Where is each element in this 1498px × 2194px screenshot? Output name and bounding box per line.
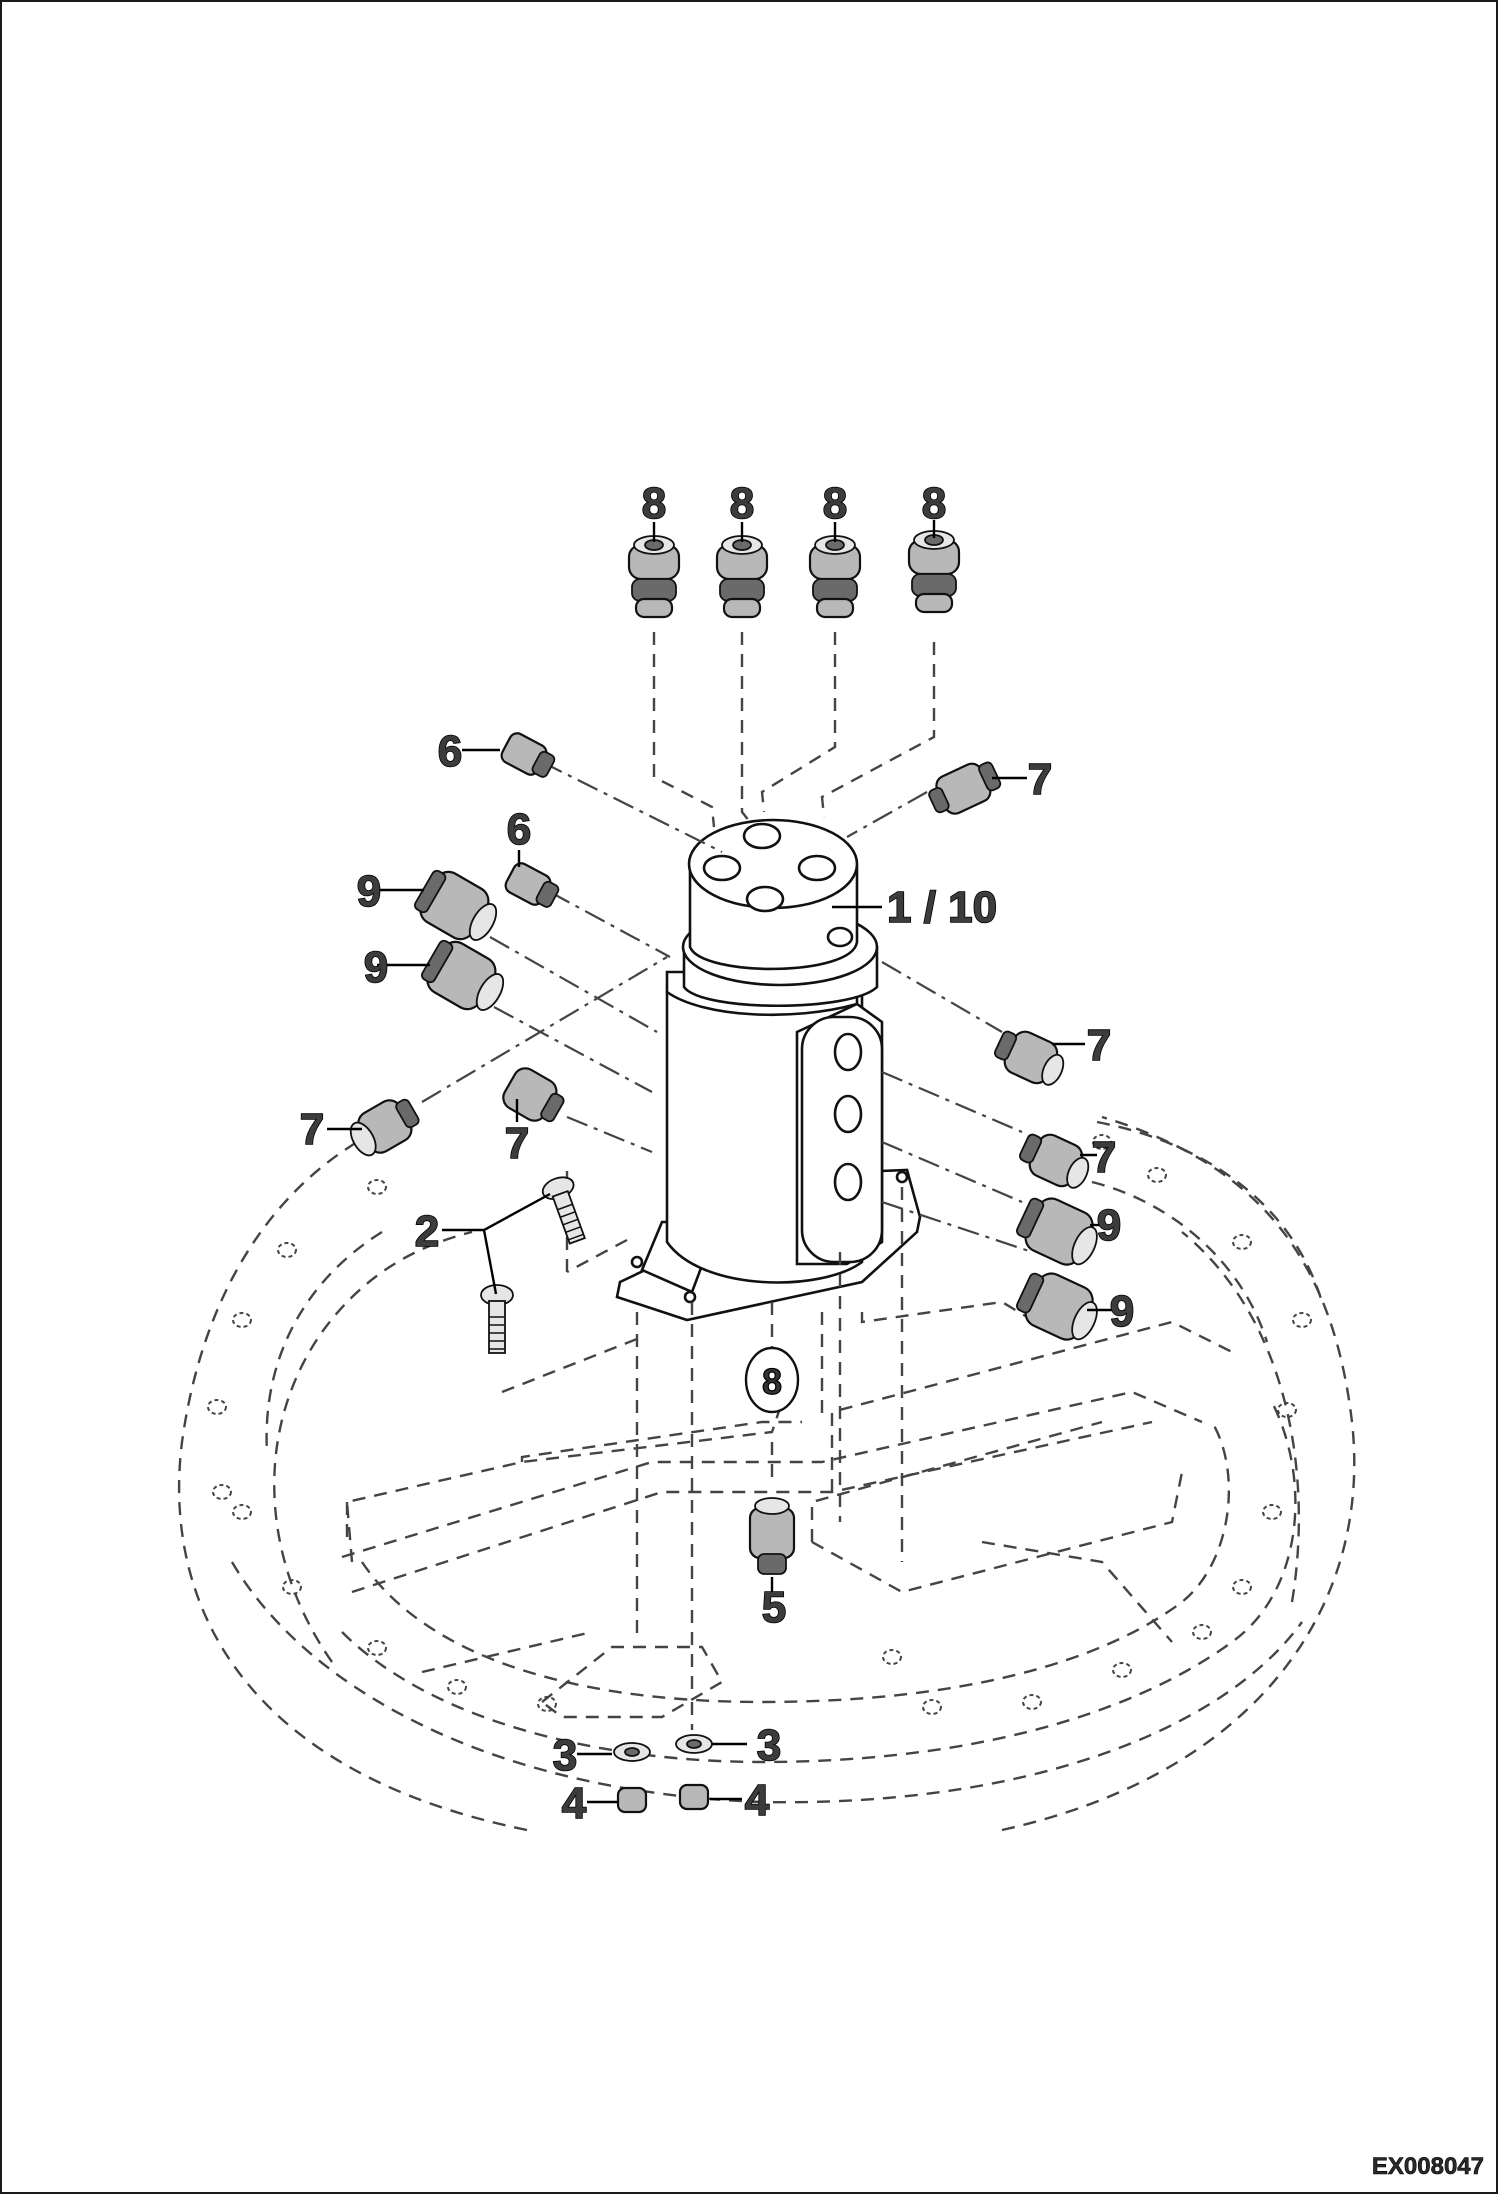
fitting-8-top-row [627,530,961,619]
callout-3: 3 [553,1731,577,1780]
callout-8: 8 [823,479,847,528]
callout-7: 7 [300,1105,324,1154]
callout-9: 9 [1110,1287,1134,1336]
slewing-ring-outline [178,1110,1356,1832]
item-8-circle [744,1346,800,1414]
callout-6: 6 [507,805,531,854]
callout-7: 7 [505,1119,529,1168]
callout-9: 9 [357,867,381,916]
callout-2: 2 [415,1207,439,1256]
callout-labels: 8 8 8 8 6 7 6 9 1 / 10 9 7 7 7 7 9 2 9 8… [299,478,1484,2180]
side-fittings [349,732,1098,1341]
callout-9: 9 [1097,1201,1121,1250]
callout-8: 8 [922,479,946,528]
callout-8: 8 [730,479,754,528]
ring-bolt-holes [207,1134,1312,1715]
callout-7: 7 [1028,755,1052,804]
callout-8: 8 [642,479,666,528]
rotary-joint-assembly [615,818,922,1322]
callout-7: 7 [1092,1133,1116,1182]
assembly-lines [421,632,1033,1730]
callout-5: 5 [762,1583,786,1632]
callout-3: 3 [757,1721,781,1770]
callout-1-10: 1 / 10 [887,883,997,932]
callout-4: 4 [562,1779,587,1828]
plug-5 [748,1497,796,1575]
callout-4: 4 [745,1776,770,1825]
washers-and-nuts [613,1734,713,1814]
callout-leaders [327,520,1112,1804]
callout-7: 7 [1087,1021,1111,1070]
callout-8-circle: 8 [762,1361,782,1402]
drawing-id: EX008047 [1372,2153,1484,2180]
callout-6: 6 [438,727,462,776]
bolts-2 [480,1176,586,1354]
callout-9: 9 [364,943,388,992]
